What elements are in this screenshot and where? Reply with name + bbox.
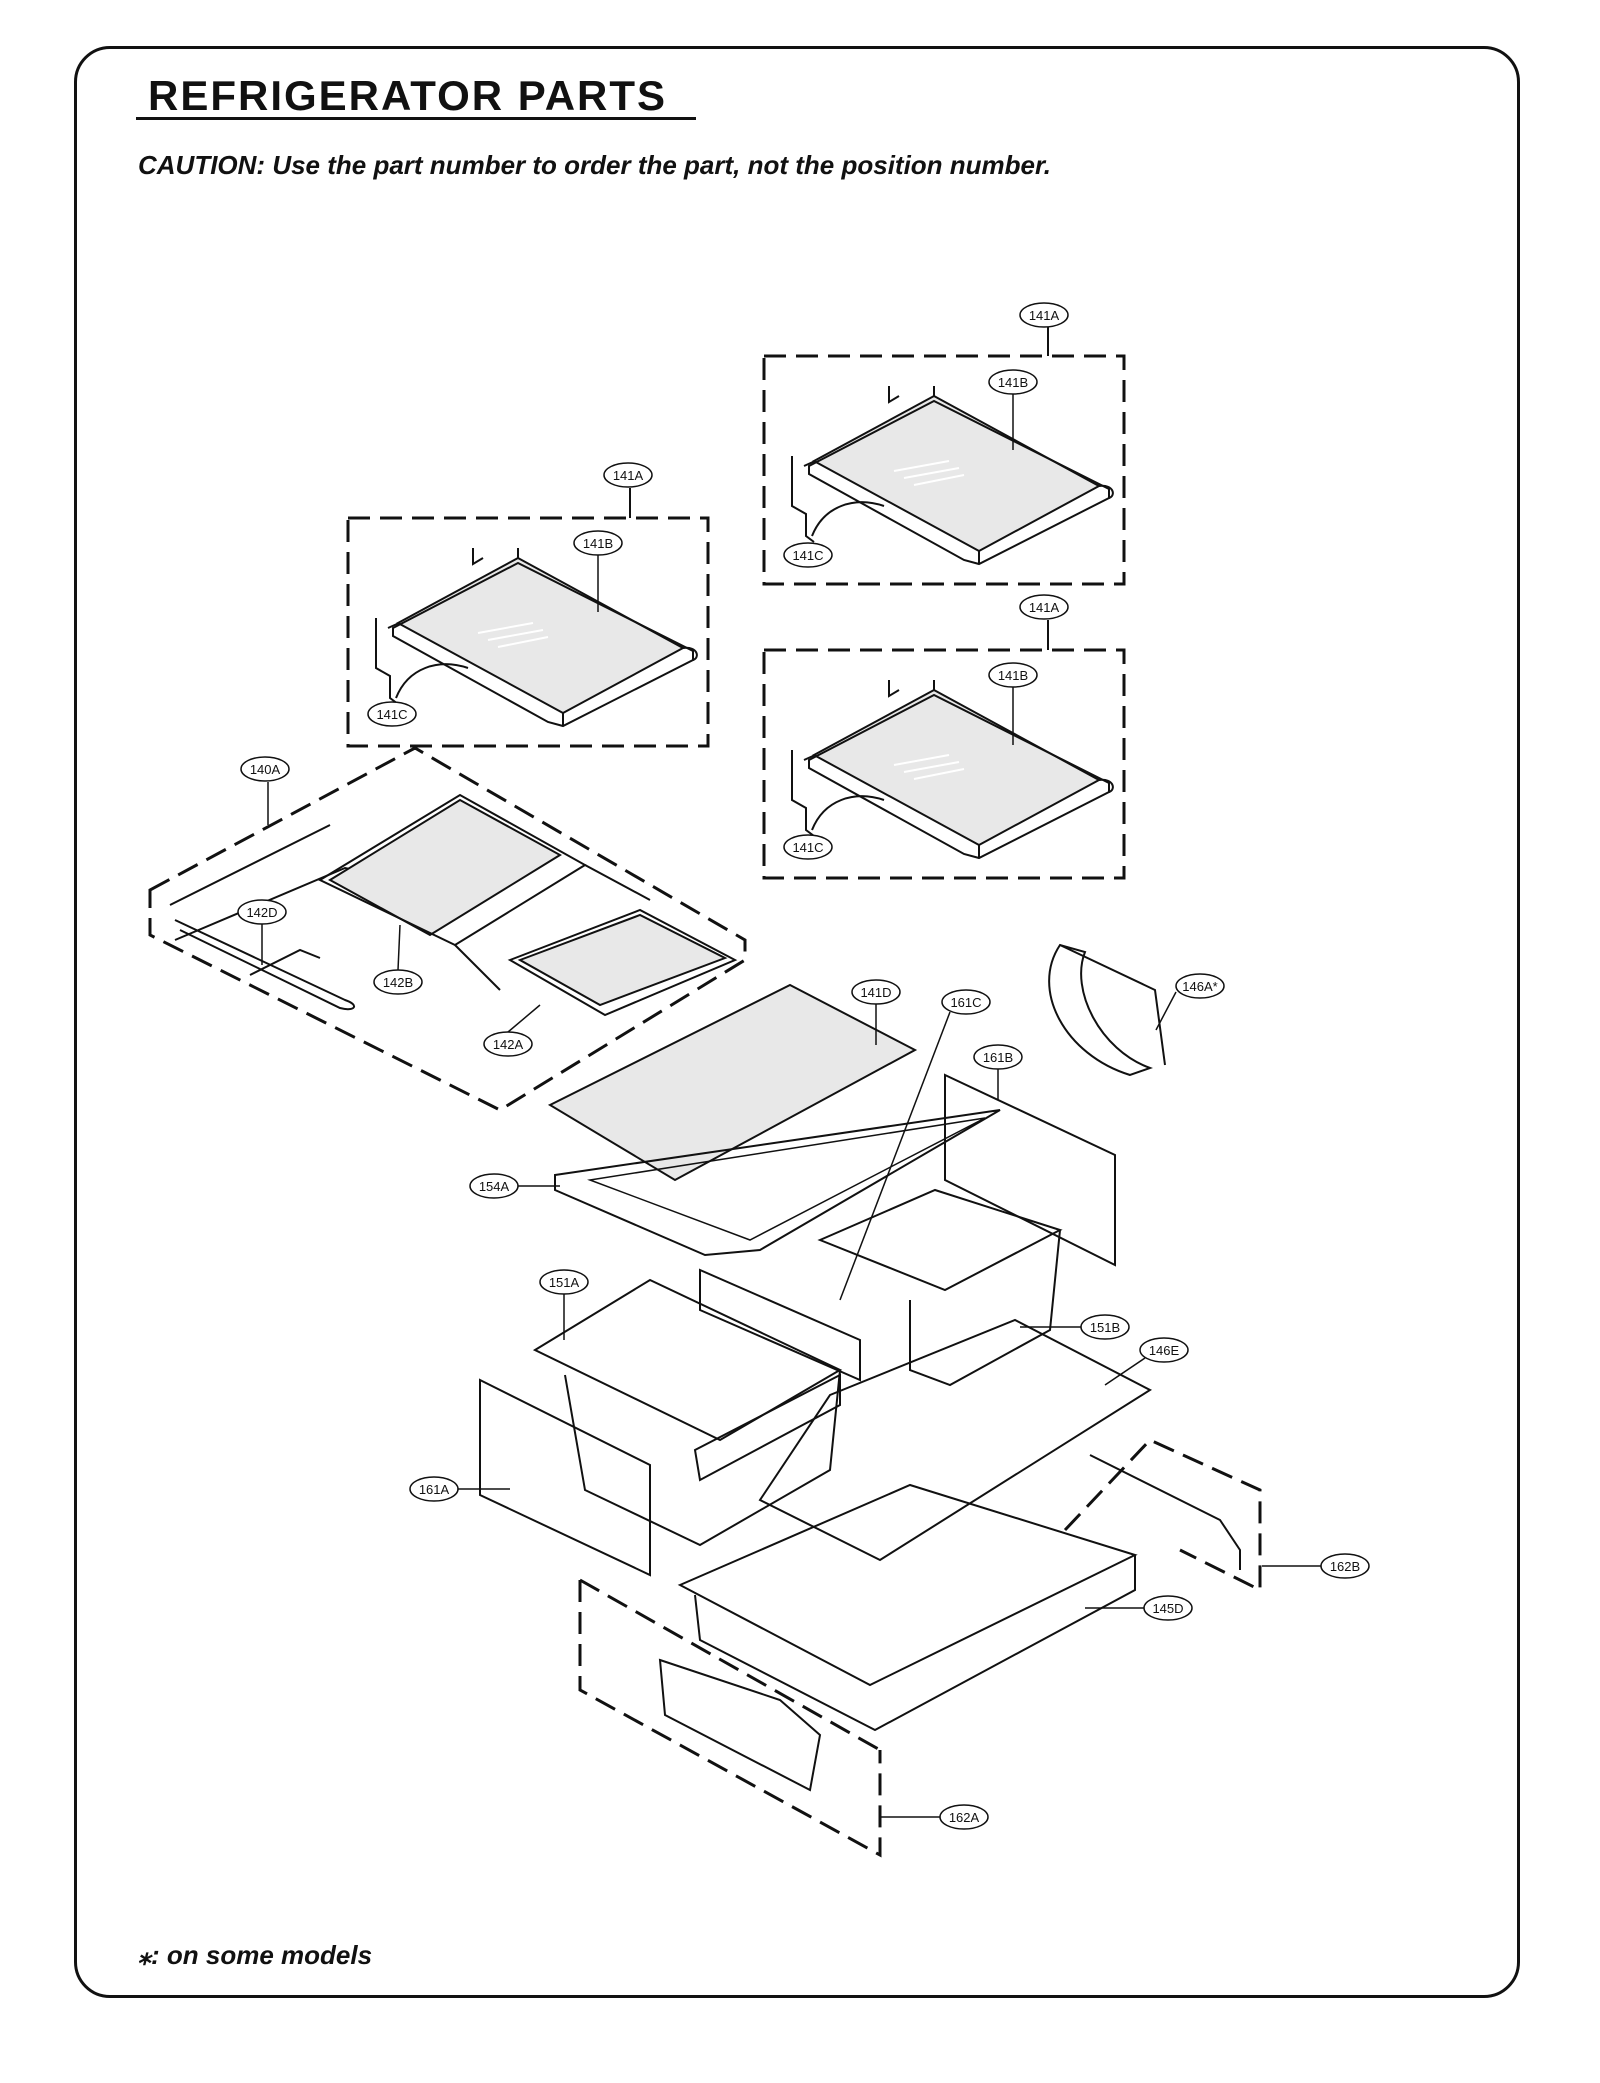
cover-146a: 146A* (1048, 943, 1225, 1077)
callout-141b-mid: 141B (998, 668, 1028, 683)
callout-145d: 145D (1152, 1601, 1183, 1616)
callout-141c-top: 141C (792, 548, 823, 563)
shelf-assembly-top-right: 141A 141B 141C (762, 302, 1126, 586)
folding-shelf-assembly: 140A 142D 142B 142A (148, 746, 747, 1112)
title-underline (136, 117, 696, 120)
callout-141a-top: 141A (1029, 308, 1060, 323)
callout-161b: 161B (983, 1050, 1013, 1065)
callout-142a: 142A (493, 1037, 524, 1052)
rail-set-162a: 162A (578, 1578, 989, 1858)
callout-162b: 162B (1330, 1559, 1360, 1574)
callout-162a: 162A (949, 1810, 980, 1825)
page-title: REFRIGERATOR PARTS (148, 72, 668, 119)
callout-161c: 161C (950, 995, 981, 1010)
callout-141a-mid: 141A (1029, 600, 1060, 615)
shelf-assembly-mid-right: 141A 141B 141C (762, 594, 1126, 880)
footnote: ⁎: on some models (138, 1940, 373, 1970)
page-frame (74, 46, 1520, 1998)
callout-141c-left: 141C (376, 707, 407, 722)
callout-142b: 142B (383, 975, 413, 990)
caution-note: CAUTION: Use the part number to order th… (138, 150, 1051, 180)
callout-141b-left: 141B (583, 536, 613, 551)
callout-151b: 151B (1090, 1320, 1120, 1335)
callout-154a: 154A (479, 1179, 510, 1194)
callout-141d: 141D (860, 985, 891, 1000)
callout-161a: 161A (419, 1482, 450, 1497)
rail-set-162b: 162B (1063, 1438, 1370, 1593)
lower-tray: 146E 161A (409, 1318, 1189, 1577)
dividers-161: 161C 161B (699, 989, 1116, 1382)
crisper-drawers: 151A 151B (532, 1188, 1130, 1547)
callout-146a: 146A* (1182, 979, 1217, 994)
callout-141a-left: 141A (613, 468, 644, 483)
callout-142d: 142D (246, 905, 277, 920)
drawer-pan-145d: 145D (677, 1483, 1193, 1732)
callout-146e: 146E (1149, 1343, 1180, 1358)
callout-141b-top: 141B (998, 375, 1028, 390)
callout-151a: 151A (549, 1275, 580, 1290)
callout-141c-mid: 141C (792, 840, 823, 855)
callout-140a: 140A (250, 762, 281, 777)
shelf-assembly-left: 141A 141B 141C (346, 462, 710, 748)
crisper-cover-assembly: 141D 154A (469, 979, 1001, 1257)
